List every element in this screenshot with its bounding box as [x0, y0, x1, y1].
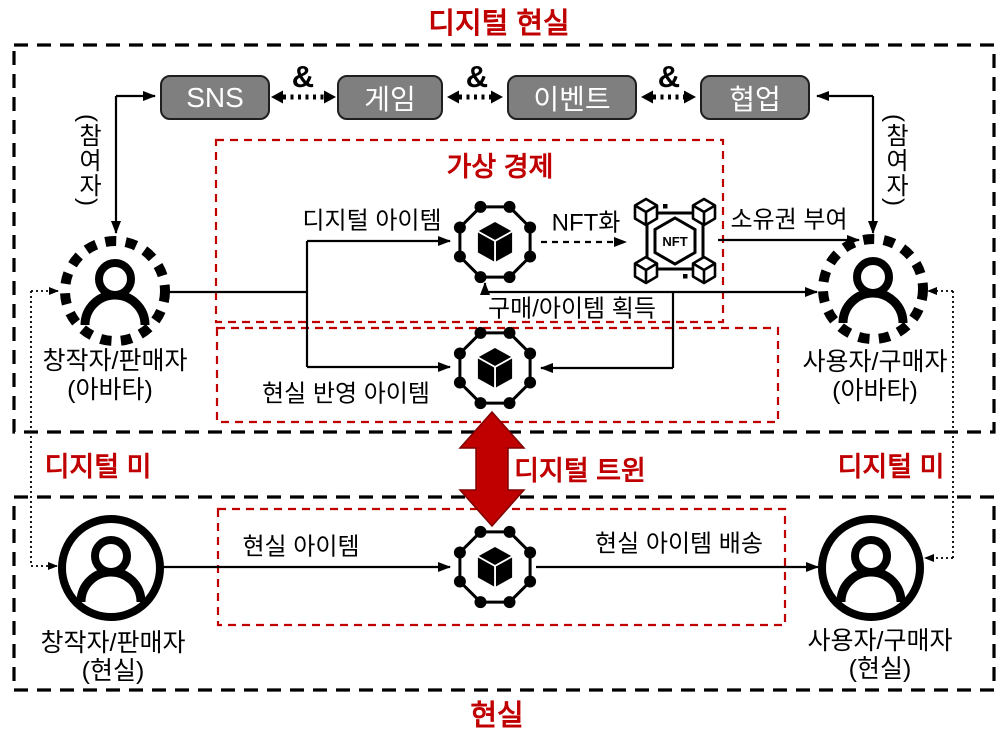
user-avatar-name: 사용자/구매자: [802, 347, 948, 376]
digital-item-label: 디지털 아이템: [302, 207, 442, 235]
participant-label-right: (참여자): [881, 114, 908, 207]
platform-box-game-label: 게임: [364, 83, 416, 115]
nftization-label: NFT화: [551, 209, 621, 237]
creator-avatar-icon: [65, 241, 165, 341]
creator-avatar-name: 창작자/판매자: [42, 346, 188, 375]
participant-lines: [111, 91, 878, 234]
platform-box-collab-label: 협업: [729, 83, 781, 115]
purchase-label: 구매/아이템 획득: [488, 295, 656, 323]
digital-reality-frame: [12, 43, 996, 434]
user-avatar-icon: [823, 239, 923, 339]
user-real-sub: (현실): [848, 654, 912, 683]
digital-me-connectors: [30, 287, 954, 570]
flow-lines: [167, 235, 860, 373]
digital-twin-label: 디지털 트윈: [514, 455, 646, 486]
participant-label-left: (참여자): [74, 114, 101, 207]
reality-reflected-item-icon: [452, 325, 538, 411]
digital-me-right-label: 디지털 미: [837, 451, 945, 482]
creator-real-name: 창작자/판매자: [40, 628, 186, 657]
reality-reflected-frame: [215, 326, 780, 424]
platform-box-collab: 협업: [700, 75, 810, 120]
nft-icon: NFT: [633, 197, 717, 285]
platform-links: [271, 90, 696, 104]
digital-me-left-label: 디지털 미: [44, 451, 152, 482]
creator-avatar-sub: (아바타): [67, 375, 153, 404]
digital-item-icon: [452, 199, 538, 285]
ownership-label: 소유권 부여: [730, 206, 848, 234]
user-real-icon: [822, 519, 920, 617]
reality-reflected-item-label: 현실 반영 아이템: [262, 380, 430, 408]
real-item-icon: [452, 524, 538, 610]
real-item-delivery-label: 현실 아이템 배송: [595, 530, 763, 558]
digital-twin-arrow: [458, 410, 526, 528]
real-item-label: 현실 아이템: [242, 533, 360, 561]
platform-box-sns: SNS: [160, 75, 270, 120]
virtual-economy-frame: [214, 138, 725, 324]
digital-reality-title: 디지털 현실: [428, 7, 570, 40]
creator-real-icon: [62, 519, 160, 617]
user-real-name: 사용자/구매자: [807, 626, 953, 655]
platform-box-event: 이벤트: [507, 75, 637, 120]
platform-box-game: 게임: [337, 75, 443, 120]
creator-real-sub: (현실): [81, 656, 145, 685]
ampersand-3: &: [657, 59, 681, 94]
platform-box-sns-label: SNS: [186, 81, 244, 113]
ampersand-1: &: [291, 59, 315, 94]
reality-title: 현실: [470, 699, 524, 732]
ampersand-2: &: [465, 59, 489, 94]
nft-icon-label: NFT: [662, 234, 687, 249]
virtual-economy-title: 가상 경제: [446, 151, 554, 182]
platform-box-event-label: 이벤트: [533, 83, 611, 115]
user-avatar-sub: (아바타): [832, 376, 918, 405]
